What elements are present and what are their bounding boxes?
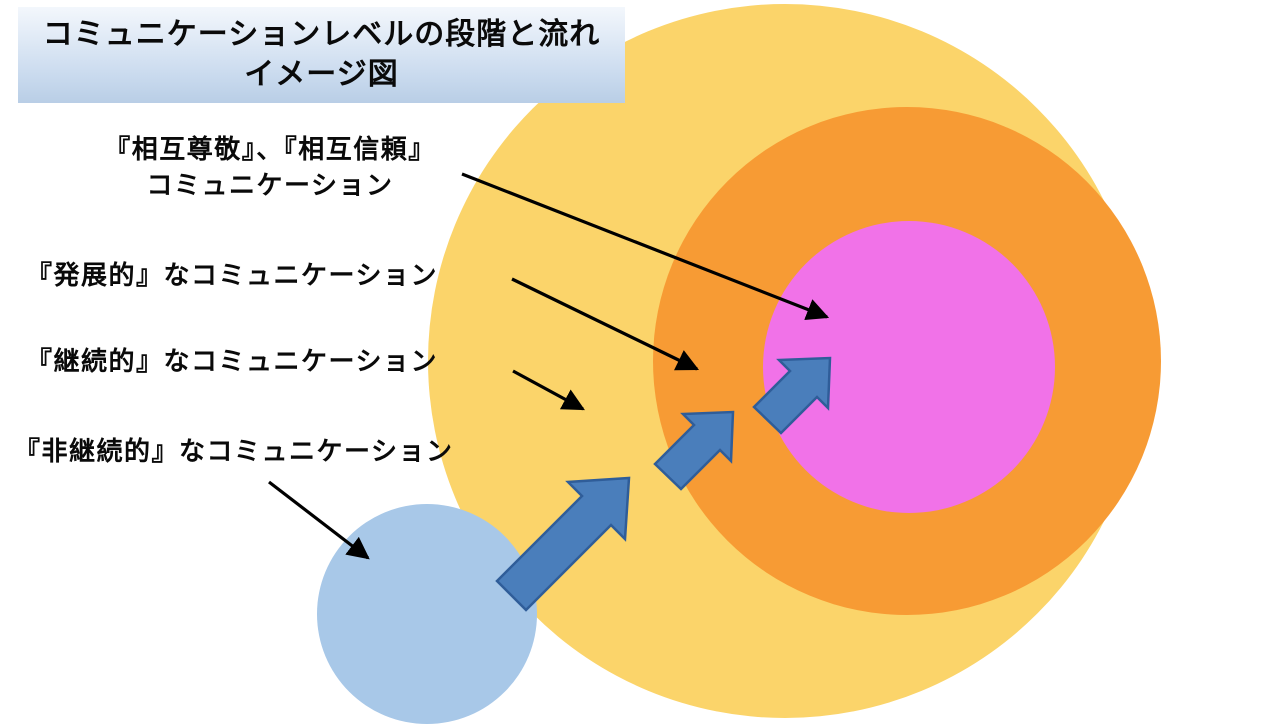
diagram-title-line-2: イメージ図 (244, 58, 399, 91)
progress-arrow-medium (653, 410, 735, 491)
label-discontinuous: 『非継続的』なコミュニケーション (14, 437, 454, 466)
diagram-title-line-1: コミュニケーションレベルの段階と流れ (42, 17, 601, 51)
leader-line-developing (511, 277, 700, 371)
diagram-title-box: コミュニケーションレベルの段階と流れ イメージ図 (18, 7, 625, 103)
label-continuous: 『継続的』なコミュニケーション (26, 347, 438, 376)
label-mutual-respect-line-1: 『相互尊敬』、『相互信頼』 (104, 135, 436, 164)
label-developing: 『発展的』なコミュニケーション (26, 261, 438, 290)
progress-arrow-large (495, 476, 631, 612)
leader-line-discontinuous (268, 480, 370, 560)
label-mutual-respect-line-2: コミュニケーション (146, 171, 394, 201)
leader-line-mutual-respect (461, 172, 830, 321)
label-mutual-respect: 『相互尊敬』、『相互信頼』 コミュニケーション (60, 132, 480, 205)
leader-line-continuous (512, 369, 585, 411)
progress-arrow-small (752, 356, 832, 435)
